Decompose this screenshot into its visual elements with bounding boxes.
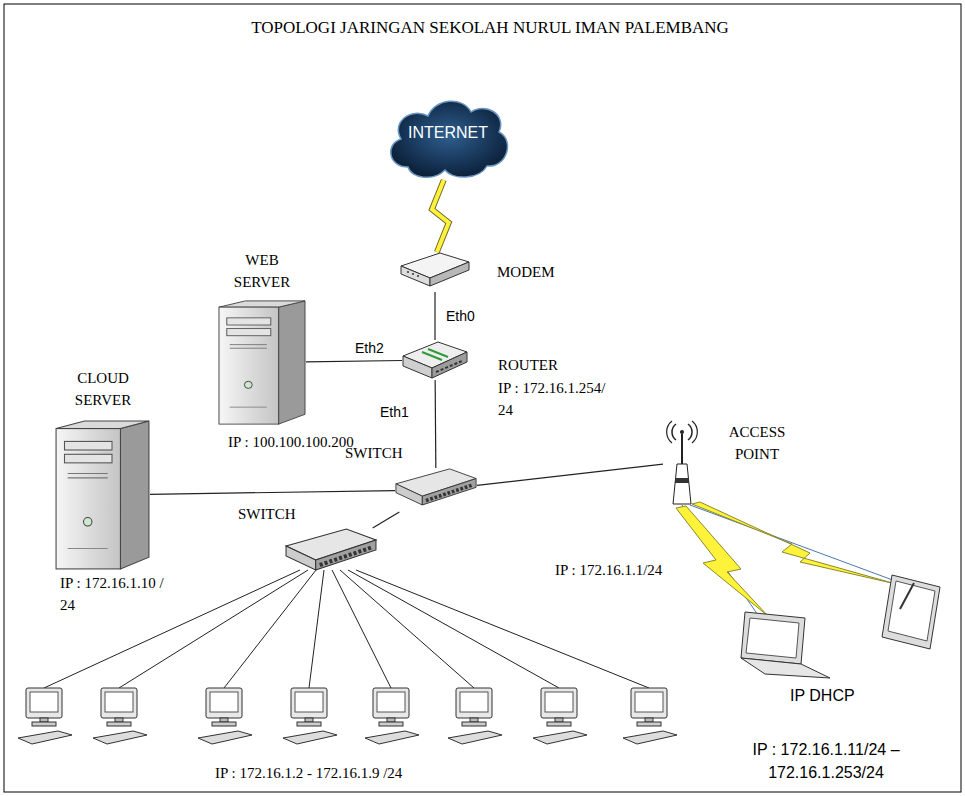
bolt-outline [432,180,449,252]
bolt [432,180,449,252]
cable-line [434,292,435,340]
cable-line [150,491,395,495]
modem-symbol [400,252,470,292]
network-cable [306,360,402,361]
node-label: SWITCH [345,443,403,465]
network-cable [373,512,400,528]
switch-symbol [285,528,377,578]
internet-cloud: INTERNET [383,92,513,180]
node-label: MODEM [497,262,555,284]
ip-label: IP : 172.16.1.1/24 [555,560,662,582]
network-cable [150,491,395,495]
interface-label: Eth2 [355,338,384,358]
node-label: INTERNET [383,92,513,180]
node-label: SWITCH [238,504,296,526]
node-label: CLOUD SERVER [63,368,143,412]
cable-line [373,512,400,528]
ap-symbol [663,418,701,506]
laptop-icon [741,612,830,678]
pc-wires [44,570,649,688]
switch-icon: SWITCH [395,468,477,512]
router-icon: ROUTERIP : 172.16.1.254/ 24 [402,340,468,380]
diagram-title: TOPOLOGI JARINGAN SEKOLAH NURUL IMAN PAL… [235,16,745,41]
ip-range-label: IP : 172.16.1.11/24 – 172.16.1.253/24 [715,738,937,784]
lightning-link [432,180,449,252]
dhcp-label: IP DHCP [790,684,855,707]
network-cable [435,380,437,468]
node-label: WEB SERVER [226,250,298,294]
interface-label: Eth1 [380,402,409,422]
network-cable [477,464,663,485]
tablet-icon [882,575,940,649]
cable-line [435,380,437,468]
ip-label: IP : 172.16.1.10 / 24 [60,573,180,617]
access-point: ACCESS POINT [663,418,701,506]
node-label: ACCESS POINT [713,422,801,466]
cloud-server: CLOUD SERVERIP : 172.16.1.10 / 24 [55,420,150,570]
node-label: ROUTER [498,355,558,377]
ip-label: IP : 172.16.1.254/ 24 [498,378,620,422]
server-symbol [55,420,150,570]
wireless-links [676,502,898,618]
switch-symbol [395,468,477,512]
switch-icon: SWITCH [285,528,377,578]
cable-line [477,464,663,485]
modem-icon: MODEM [400,252,470,292]
cable-line [306,360,402,361]
pc-icons [18,688,677,744]
ip-label: IP : 172.16.1.2 - 172.16.1.9 /24 [215,763,402,785]
server-symbol [218,300,306,425]
web-server: WEB SERVERIP : 100.100.100.200 [218,300,306,425]
network-cable [435,292,436,340]
router-symbol [402,340,468,380]
frame [4,4,961,792]
interface-label: Eth0 [446,306,475,326]
ip-label: IP : 100.100.100.200 [228,432,354,454]
